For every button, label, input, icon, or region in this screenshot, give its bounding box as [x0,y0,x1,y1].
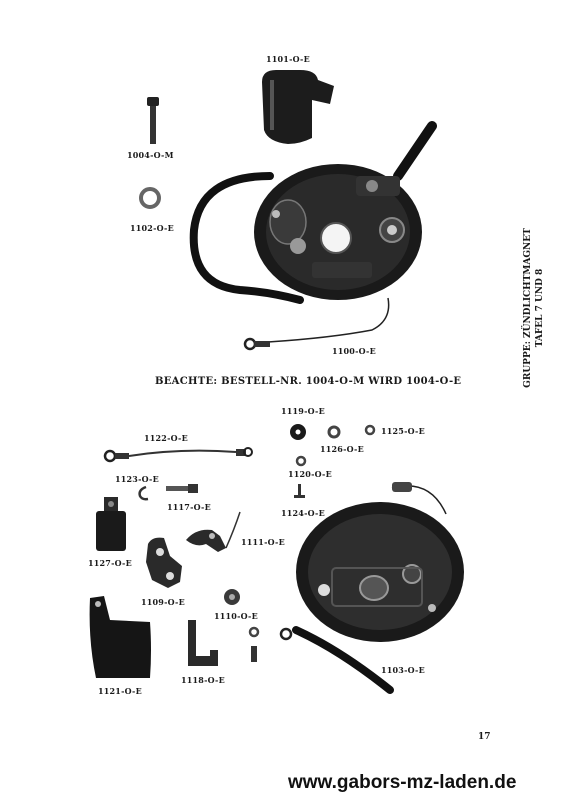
part-label-1118: 1118-O-E [181,675,225,685]
pin-1124 [294,484,305,498]
ignition-magneto-1100 [254,164,422,300]
website-link[interactable]: www.gabors-mz-laden.de [288,772,517,793]
capacitor-1127 [96,497,126,551]
part-label-1121: 1121-O-E [98,686,142,696]
washer-1120 [295,455,307,467]
part-label-1117: 1117-O-E [167,502,211,512]
part-label-1110: 1110-O-E [214,611,258,621]
cam-1110 [224,589,240,605]
group-title-vertical: GRUPPE: ZÜNDLICHTMAGNET TAFEL 7 UND 8 [522,228,558,388]
part-label-1124: 1124-O-E [281,508,325,518]
stator-1103 [296,502,464,642]
ring-terminal [243,337,270,351]
washer-1125 [364,424,376,436]
group-title: GRUPPE: ZÜNDLICHTMAGNET [523,228,533,388]
cover-1121 [89,596,151,678]
bracket-1118 [188,620,218,666]
part-label-1122: 1122-O-E [144,433,188,443]
plate-numbers: TAFEL 7 UND 8 [535,268,545,348]
part-label-1119: 1119-O-E [281,406,325,416]
part-label-1127: 1127-O-E [88,558,132,568]
spark-plug-cap-1101 [262,70,334,144]
clip-1123 [138,485,149,501]
part-label-1123: 1123-O-E [115,474,159,484]
cable-1122 [103,447,253,463]
part-label-1111: 1111-O-E [241,537,285,547]
breaker-arm-1111 [186,511,241,552]
part-label-1100: 1100-O-E [332,346,376,356]
part-label-1102: 1102-O-E [130,223,174,233]
part-label-1120: 1120-O-E [288,469,332,479]
part-label-1126: 1126-O-E [320,444,364,454]
screw-1004 [147,97,159,144]
part-label-1125: 1125-O-E [381,426,425,436]
contact-plate-1109 [146,537,182,588]
part-label-1101: 1101-O-E [266,54,310,64]
part-label-1004: 1004-O-M [127,150,174,160]
part-label-1109: 1109-O-E [141,597,185,607]
page-number: 17 [478,732,491,742]
part-label-1103: 1103-O-E [381,665,425,675]
bolt-1117 [166,484,198,493]
washer-1102 [139,187,161,209]
washer-1126 [327,425,341,439]
order-note: BEACHTE: BESTELL-NR. 1004-O-M WIRD 1004-… [155,376,462,387]
